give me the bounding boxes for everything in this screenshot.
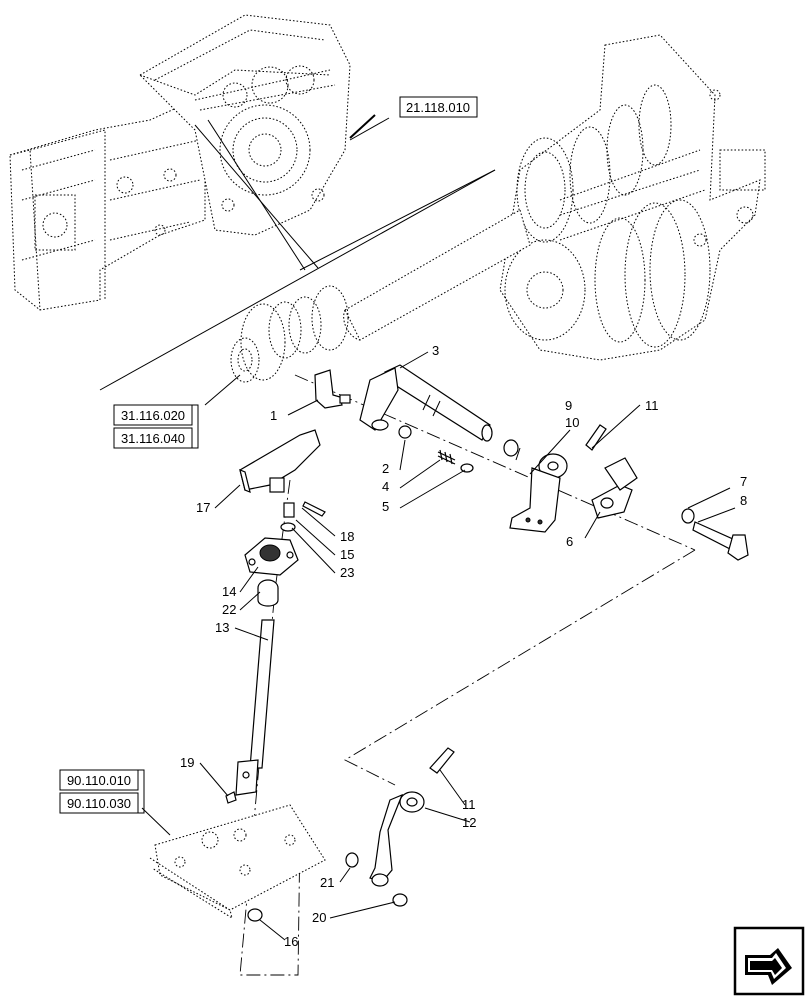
label-part-23: 23 — [340, 565, 354, 580]
next-page-arrow-icon[interactable] — [733, 926, 805, 996]
part-11-pin-upper — [585, 424, 607, 451]
label-part-6: 6 — [566, 534, 573, 549]
label-part-19: 19 — [180, 755, 194, 770]
ref-text: 90.110.010 — [67, 773, 131, 788]
part-8-bolt — [692, 521, 749, 561]
leader-lines — [141, 117, 736, 941]
part-15-screw — [283, 502, 295, 518]
part-17-knob — [239, 429, 321, 493]
part-12-lever — [369, 791, 425, 887]
ref-text: 21.118.010 — [406, 100, 470, 115]
part-18-pin — [302, 501, 326, 517]
part-5-pin — [460, 463, 474, 473]
part-20-washer — [392, 893, 408, 907]
ref-text: 31.116.020 — [121, 408, 185, 423]
part-22-bushing — [257, 579, 279, 607]
part-16-nut — [247, 908, 263, 922]
label-part-21: 21 — [320, 875, 334, 890]
transmission-housing — [9, 14, 351, 311]
part-21-washer — [345, 852, 359, 868]
section-line-upper — [349, 114, 376, 139]
ref-box-90-110-030[interactable]: 90.110.030 — [59, 792, 139, 814]
label-part-13: 13 — [215, 620, 229, 635]
part-4-spring — [437, 449, 456, 465]
part-labels: 1 2 3 4 5 6 7 8 9 10 11 11 12 13 14 15 1… — [180, 343, 747, 949]
label-part-10: 10 — [565, 415, 579, 430]
part-23-washer — [280, 522, 296, 532]
ref-box-31-116-040[interactable]: 31.116.040 — [113, 427, 193, 449]
part-9-circlip — [503, 439, 519, 457]
part-10-lever-arm — [509, 453, 568, 533]
section-cut-line — [194, 124, 319, 269]
label-part-17: 17 — [196, 500, 210, 515]
part-11-pin-lower — [429, 747, 455, 774]
ref-text: 90.110.030 — [67, 796, 131, 811]
axis-return — [344, 549, 696, 786]
section-line-top — [299, 169, 496, 271]
ref-box-90-110-010[interactable]: 90.110.010 — [59, 769, 139, 791]
label-part-11-lower: 11 — [462, 797, 476, 812]
label-part-12: 12 — [462, 815, 476, 830]
label-part-8: 8 — [740, 493, 747, 508]
gear-assembly — [499, 34, 766, 361]
label-part-5: 5 — [382, 499, 389, 514]
part-14-flange-plate — [244, 537, 299, 576]
ref-text: 31.116.040 — [121, 431, 185, 446]
label-part-4: 4 — [382, 479, 389, 494]
axis-main — [294, 374, 696, 551]
part-19-pin — [225, 791, 237, 804]
label-part-7: 7 — [740, 474, 747, 489]
label-part-2: 2 — [382, 461, 389, 476]
label-part-20: 20 — [312, 910, 326, 925]
label-part-11-upper: 11 — [645, 398, 659, 413]
label-part-9: 9 — [565, 398, 572, 413]
part-13-lever-rod — [235, 619, 275, 796]
label-part-1: 1 — [270, 408, 277, 423]
part-7-washer — [681, 508, 695, 524]
base-plate — [149, 804, 326, 920]
part-2-ring — [398, 425, 412, 439]
ref-box-21-118-010[interactable]: 21.118.010 — [399, 96, 478, 118]
label-part-3: 3 — [432, 343, 439, 358]
part-3-selector-shaft — [359, 364, 493, 442]
ref-bracket — [192, 404, 199, 449]
label-part-14: 14 — [222, 584, 236, 599]
shaft — [230, 209, 531, 383]
label-part-22: 22 — [222, 602, 236, 617]
label-part-18: 18 — [340, 529, 354, 544]
section-line-long — [99, 169, 496, 391]
label-part-16: 16 — [284, 934, 298, 949]
part-6-flange — [591, 457, 638, 519]
part-1-bracket — [314, 369, 351, 409]
ref-bracket-2 — [138, 769, 145, 814]
ref-box-31-116-020[interactable]: 31.116.020 — [113, 404, 193, 426]
section-cut-line-2 — [207, 119, 306, 271]
label-part-15: 15 — [340, 547, 354, 562]
